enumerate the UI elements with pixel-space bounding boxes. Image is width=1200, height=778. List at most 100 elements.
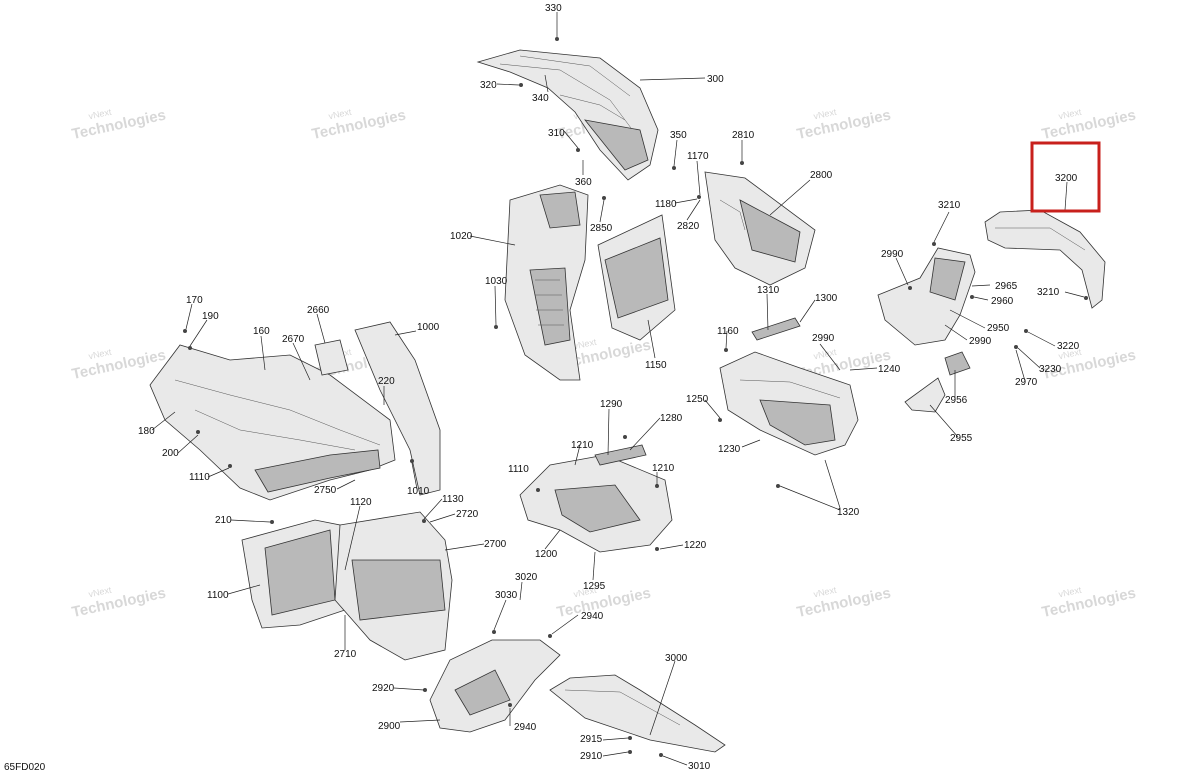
svg-text:vNext: vNext [573,585,598,600]
part-1200-floor [519,444,673,553]
callout-3220: 3220 [1057,341,1080,352]
callout-2750: 2750 [314,485,337,496]
callout-3020: 3020 [515,572,538,583]
part-3000-rear-panel [549,674,726,753]
callout-340: 340 [532,93,549,104]
callout-1295: 1295 [583,581,606,592]
callout-300: 300 [707,74,724,85]
callout-3030: 3030 [495,590,518,601]
callout-1100: 1100 [207,590,229,601]
callout-320: 320 [480,80,497,91]
callout-350: 350 [670,130,687,141]
watermark: vNext Technologies [70,585,167,622]
svg-text:Technologies: Technologies [70,585,167,622]
callout-1310: 1310 [757,285,780,296]
callout-2965: 2965 [995,281,1018,292]
callout-2660: 2660 [307,305,330,316]
callout-2956: 2956 [945,395,968,406]
callout-3000: 3000 [665,653,688,664]
callout-3230: 3230 [1039,364,1062,375]
diagram-code: 65FD020 [4,762,46,773]
callout-1210: 1210 [652,463,675,474]
svg-text:vNext: vNext [328,107,353,122]
part-2900-storage [429,639,561,733]
callout-2940: 2940 [581,611,604,622]
callout-170: 170 [186,295,203,306]
leader-lines [151,12,1085,766]
callout-2810: 2810 [732,130,755,141]
svg-text:vNext: vNext [1058,585,1083,600]
svg-text:vNext: vNext [88,107,113,122]
callout-1250: 1250 [686,394,709,405]
svg-text:vNext: vNext [813,107,838,122]
callout-210: 210 [215,515,232,526]
callout-1020: 1020 [450,231,473,242]
watermark: vNext Technologies [795,585,892,622]
svg-text:Technologies: Technologies [1040,585,1137,622]
callout-180: 180 [138,426,155,437]
svg-text:Technologies: Technologies [1040,107,1137,144]
callout-3200: 3200 [1055,173,1078,184]
callout-1110: 1110 [508,464,529,475]
callout-2670: 2670 [282,334,305,345]
part-2955-guard [904,377,946,413]
callout-2920: 2920 [372,683,395,694]
callout-220: 220 [378,376,395,387]
callout-1150: 1150 [645,360,667,371]
svg-text:Technologies: Technologies [310,107,407,144]
part-1020-console [504,184,589,381]
callout-360: 360 [575,177,592,188]
callout-1010: 1010 [407,486,430,497]
callout-2700: 2700 [484,539,507,550]
callout-2970: 2970 [1015,377,1038,388]
svg-text:vNext: vNext [88,585,113,600]
callout-1220: 1220 [684,540,707,551]
callout-1160: 1160 [717,326,739,337]
callout-2990: 2990 [812,333,835,344]
callout-3210: 3210 [1037,287,1060,298]
callout-190: 190 [202,311,219,322]
callout-2940: 2940 [514,722,537,733]
callout-2990: 2990 [969,336,992,347]
part-160-fender [149,344,396,501]
callout-1170: 1170 [687,151,709,162]
svg-text:Technologies: Technologies [795,585,892,622]
callout-2800: 2800 [810,170,833,181]
watermark: vNext Technologies [1040,585,1137,622]
watermark: vNext Technologies [310,107,407,144]
watermark: vNext Technologies [795,107,892,144]
fasteners [183,37,1088,757]
callout-1280: 1280 [660,413,683,424]
callout-2720: 2720 [456,509,479,520]
callout-1130: 1130 [442,494,464,505]
part-1100-lower-panel [241,519,346,629]
watermark: vNext Technologies [1040,347,1137,384]
svg-text:vNext: vNext [813,585,838,600]
callout-labels: 330 300 320 340 310 360 350 2810 1170 11… [138,3,1080,772]
svg-text:Technologies: Technologies [70,347,167,384]
callout-1030: 1030 [485,276,508,287]
callout-2850: 2850 [590,223,613,234]
callout-1120: 1120 [350,497,372,508]
callout-1300: 1300 [815,293,838,304]
part-2800-side-panel [704,171,816,286]
watermark: vNext Technologies [70,347,167,384]
svg-text:vNext: vNext [1058,347,1083,362]
callout-1000: 1000 [417,322,440,333]
highlight-box [1030,141,1101,213]
callout-1240: 1240 [878,364,901,375]
callout-2820: 2820 [677,221,700,232]
callout-3010: 3010 [688,761,711,772]
callout-1210: 1210 [571,440,594,451]
callout-2915: 2915 [580,734,603,745]
callout-1200: 1200 [535,549,558,560]
callout-1180: 1180 [655,199,677,210]
callout-2960: 2960 [991,296,1014,307]
callout-2950: 2950 [987,323,1010,334]
svg-text:vNext: vNext [1058,107,1083,122]
callout-1320: 1320 [837,507,860,518]
part-1300-strip [751,317,801,341]
callout-2990: 2990 [881,249,904,260]
